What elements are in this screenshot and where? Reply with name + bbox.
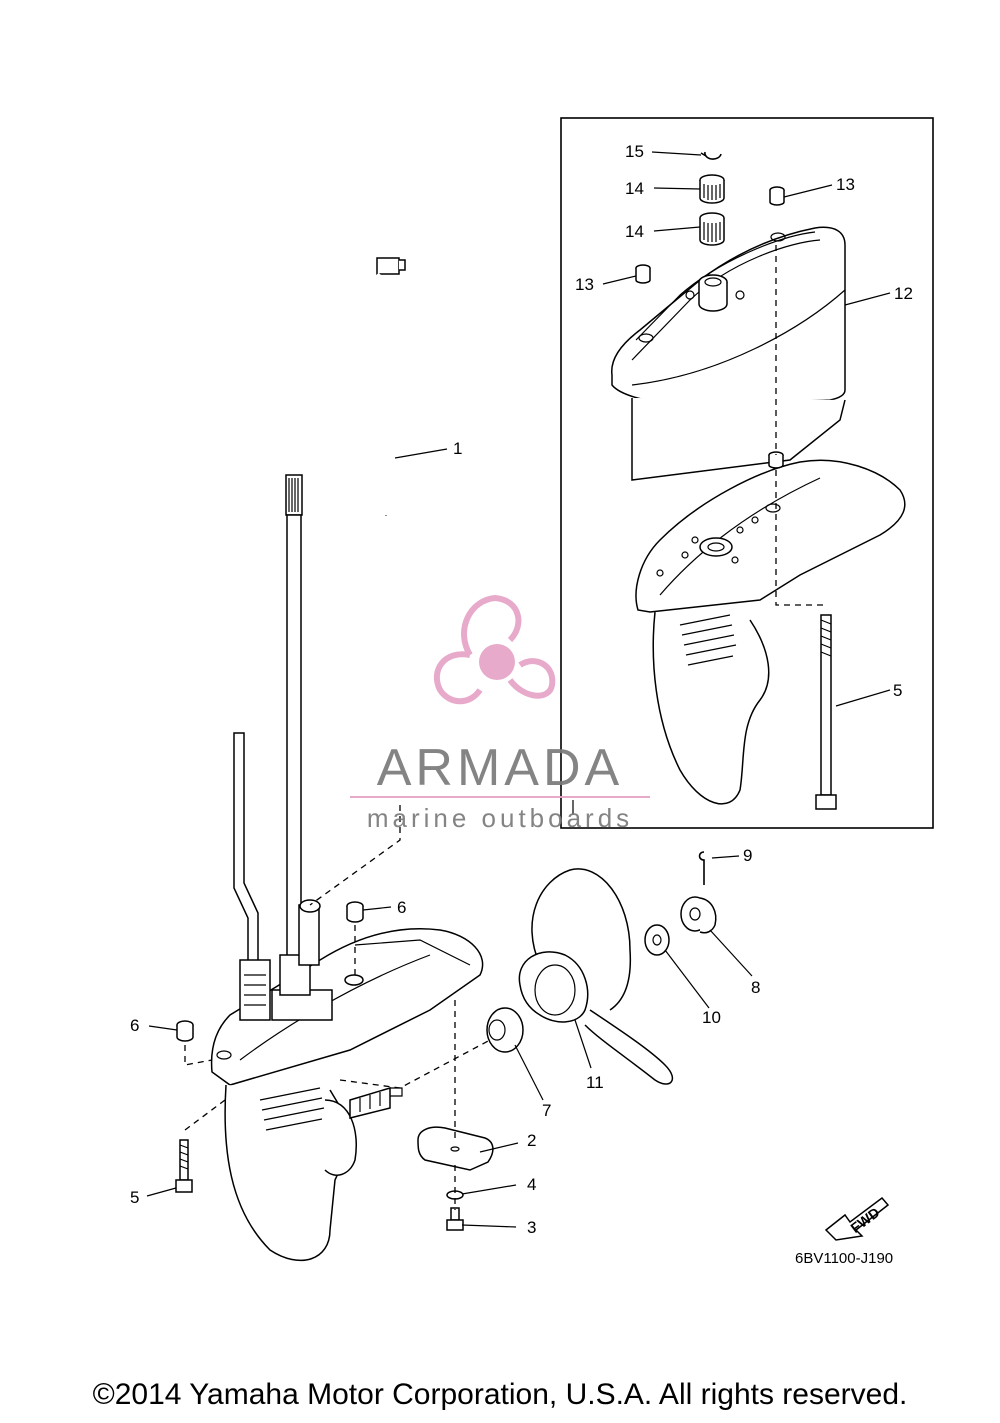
callout-7: 7 <box>542 1101 551 1120</box>
watermark-tagline: marine outboards <box>367 803 633 833</box>
callout-13-right: 13 <box>836 175 855 194</box>
inset-lower-casing <box>635 451 906 805</box>
callout-2: 2 <box>527 1131 536 1150</box>
prop-washer <box>644 924 670 956</box>
callout-11: 11 <box>586 1073 604 1092</box>
thrust-washer <box>486 1007 524 1053</box>
inset-bolt <box>815 614 837 810</box>
callout-5-main: 5 <box>130 1188 139 1207</box>
inset-guide-line-2 <box>775 470 826 606</box>
inset-upper-casing <box>611 226 846 481</box>
fwd-arrow-icon: FWD <box>824 1196 890 1241</box>
inset-dowel-13-right <box>769 186 785 206</box>
callout-1: 1 <box>453 439 462 458</box>
inset-dowel-13-left <box>635 264 651 284</box>
inset-needle-bearing-upper <box>699 174 725 204</box>
guide-shift-rod <box>309 805 401 906</box>
bolt-main <box>175 1139 193 1193</box>
callout-13-left: 13 <box>575 275 594 294</box>
callout-4: 4 <box>527 1175 536 1194</box>
propeller-logo-hub <box>479 644 515 680</box>
detail-inset-frame <box>560 117 934 829</box>
callout-6-left: 6 <box>130 1016 139 1035</box>
inset-needle-bearing-lower <box>699 212 725 246</box>
callout-14-lower: 14 <box>625 222 644 241</box>
drawing-code: 6BV1100-J190 <box>795 1250 893 1267</box>
propeller-logo-icon <box>433 594 556 705</box>
callout-8: 8 <box>751 978 760 997</box>
lower-casing <box>210 899 484 1261</box>
callout-12: 12 <box>894 284 913 303</box>
inset-circlip <box>700 151 722 160</box>
copyright-notice: ©2014 Yamaha Motor Corporation, U.S.A. A… <box>92 1378 908 1411</box>
water-tube <box>233 732 259 974</box>
drive-shaft <box>285 474 303 961</box>
shift-rod <box>365 257 406 800</box>
anode-bolt <box>446 1207 464 1231</box>
cotter-pin <box>698 851 705 885</box>
spacer-upper <box>346 901 364 923</box>
callout-9: 9 <box>743 846 752 865</box>
callout-labels: 1 2 3 4 5 5 6 6 7 8 9 10 11 12 13 13 14 … <box>130 142 913 1237</box>
guide-bolt-main <box>184 1099 226 1131</box>
spacer-left <box>176 1020 194 1042</box>
guide-propshaft <box>339 1039 491 1089</box>
callout-5-inset: 5 <box>893 681 902 700</box>
propeller <box>518 868 674 1085</box>
prop-nut <box>680 896 717 934</box>
watermark-brand: ARMADA <box>377 739 623 797</box>
armada-logo: ARMADA marine outboards <box>350 594 650 833</box>
callout-leaders <box>146 151 891 1228</box>
guide-spacer-left <box>184 1045 213 1066</box>
callout-3: 3 <box>527 1218 536 1237</box>
callout-15: 15 <box>625 142 644 161</box>
callout-10: 10 <box>702 1008 721 1027</box>
callout-6-upper: 6 <box>397 898 406 917</box>
callout-14-upper: 14 <box>625 179 644 198</box>
